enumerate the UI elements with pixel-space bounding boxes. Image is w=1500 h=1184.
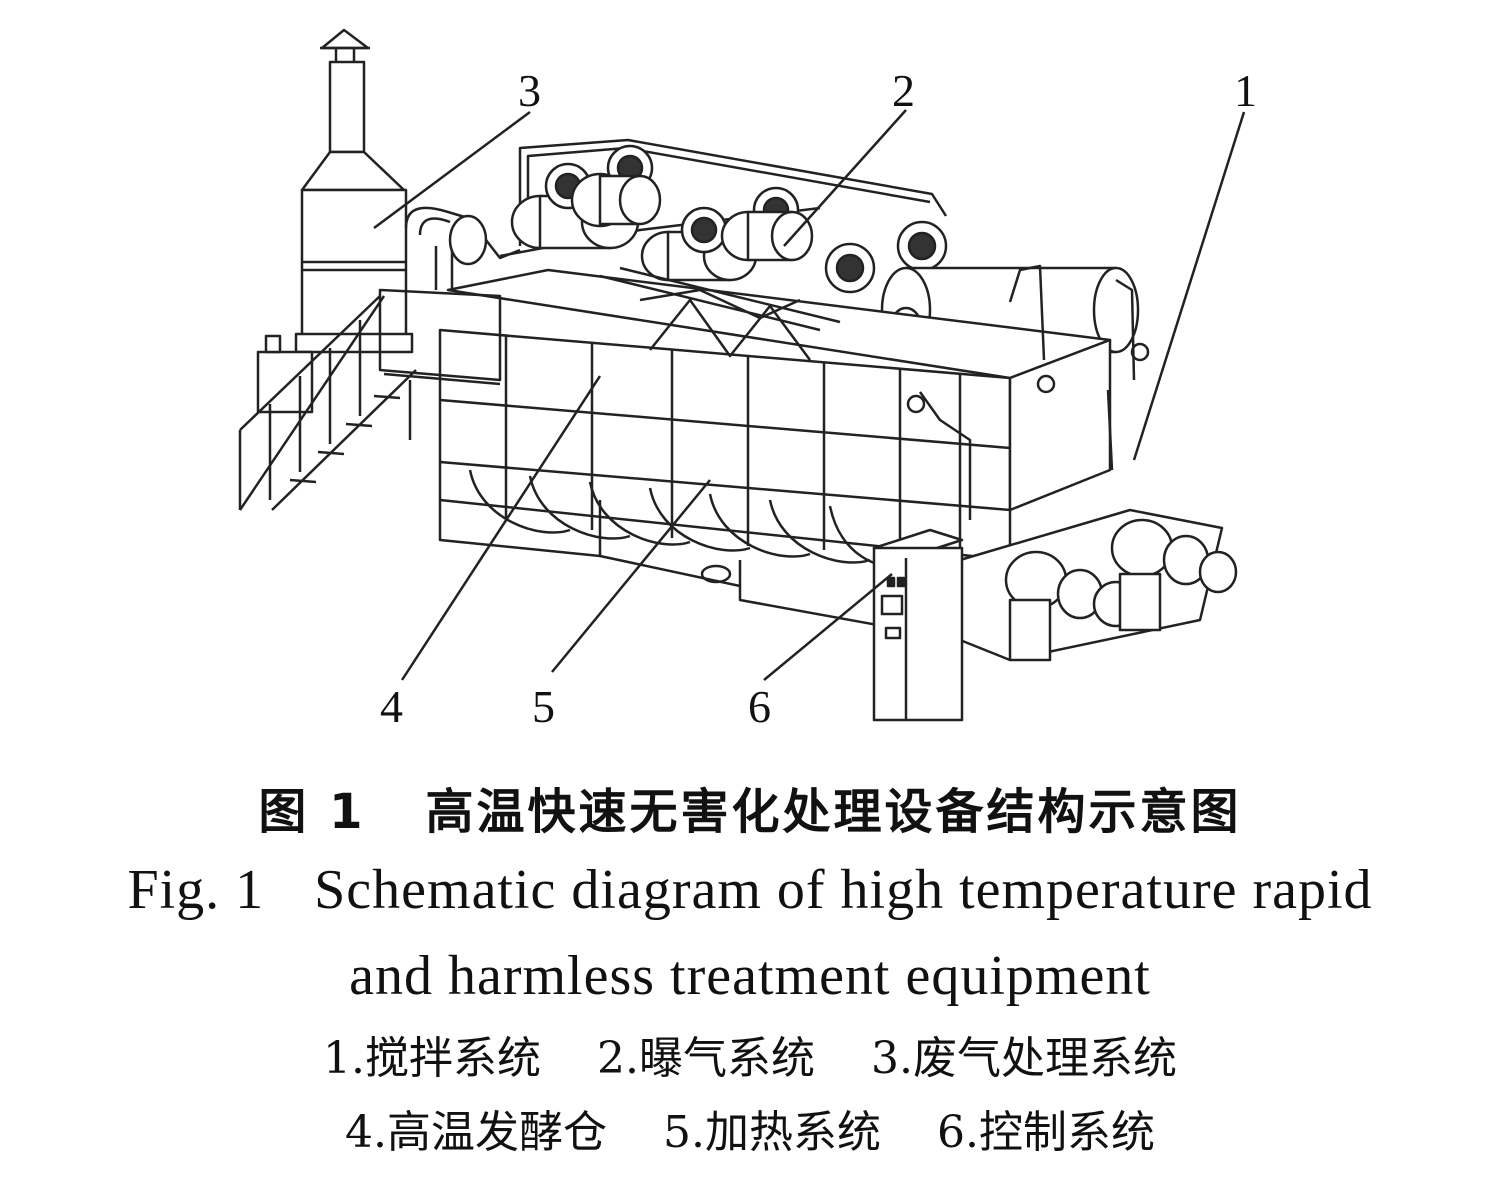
aeration-fans	[510, 144, 948, 294]
equipment-schematic-figure: 1 2 3 4 5 6	[238, 28, 1257, 732]
control-cabinet	[872, 528, 964, 722]
caption-en-title-line1: Schematic diagram of high temperature ra…	[314, 859, 1373, 921]
callout-6: 6	[748, 681, 771, 732]
legend-item-control: 6.控制系统	[936, 1107, 1155, 1158]
caption-en-title-line2: and harmless treatment equipment	[349, 945, 1151, 1007]
caption-english-line2: and harmless treatment equipment	[0, 944, 1500, 1008]
legend-item-heating: 5.加热系统	[663, 1107, 881, 1158]
stirring-pipework	[906, 264, 1150, 520]
exhaust-tower	[256, 28, 414, 414]
legend-item-fermentation: 4.高温发酵仓	[345, 1107, 607, 1158]
exhaust-pipes	[404, 206, 521, 290]
legend-item-stirring: 1.搅拌系统	[323, 1033, 541, 1084]
legend-row-1: 1.搅拌系统 2.曝气系统 3.废气处理系统	[0, 1022, 1500, 1086]
legend-row-2: 4.高温发酵仓 5.加热系统 6.控制系统	[0, 1096, 1500, 1160]
callout-5: 5	[532, 681, 555, 732]
legend-item-aeration: 2.曝气系统	[597, 1033, 815, 1084]
caption-cn-title: 高温快速无害化处理设备结构示意图	[425, 784, 1242, 840]
equipment-drawing: 1 2 3 4 5 6	[238, 28, 1257, 732]
callout-1: 1	[1234, 65, 1257, 116]
stirring-motors	[958, 508, 1238, 662]
fermentation-housing	[438, 266, 1112, 568]
callout-4: 4	[380, 681, 403, 732]
caption-en-figure-number: Fig. 1	[127, 859, 265, 921]
callout-leaders	[373, 109, 1246, 681]
callout-2: 2	[892, 65, 915, 116]
caption-cn-figure-number: 图 1	[258, 784, 366, 840]
caption-chinese: 图 1 高温快速无害化处理设备结构示意图	[0, 772, 1500, 842]
callout-3: 3	[518, 65, 541, 116]
legend-item-exhaust: 3.废气处理系统	[870, 1033, 1177, 1084]
caption-english-line1: Fig. 1 Schematic diagram of high temperat…	[0, 858, 1500, 922]
access-stairs	[238, 288, 502, 511]
